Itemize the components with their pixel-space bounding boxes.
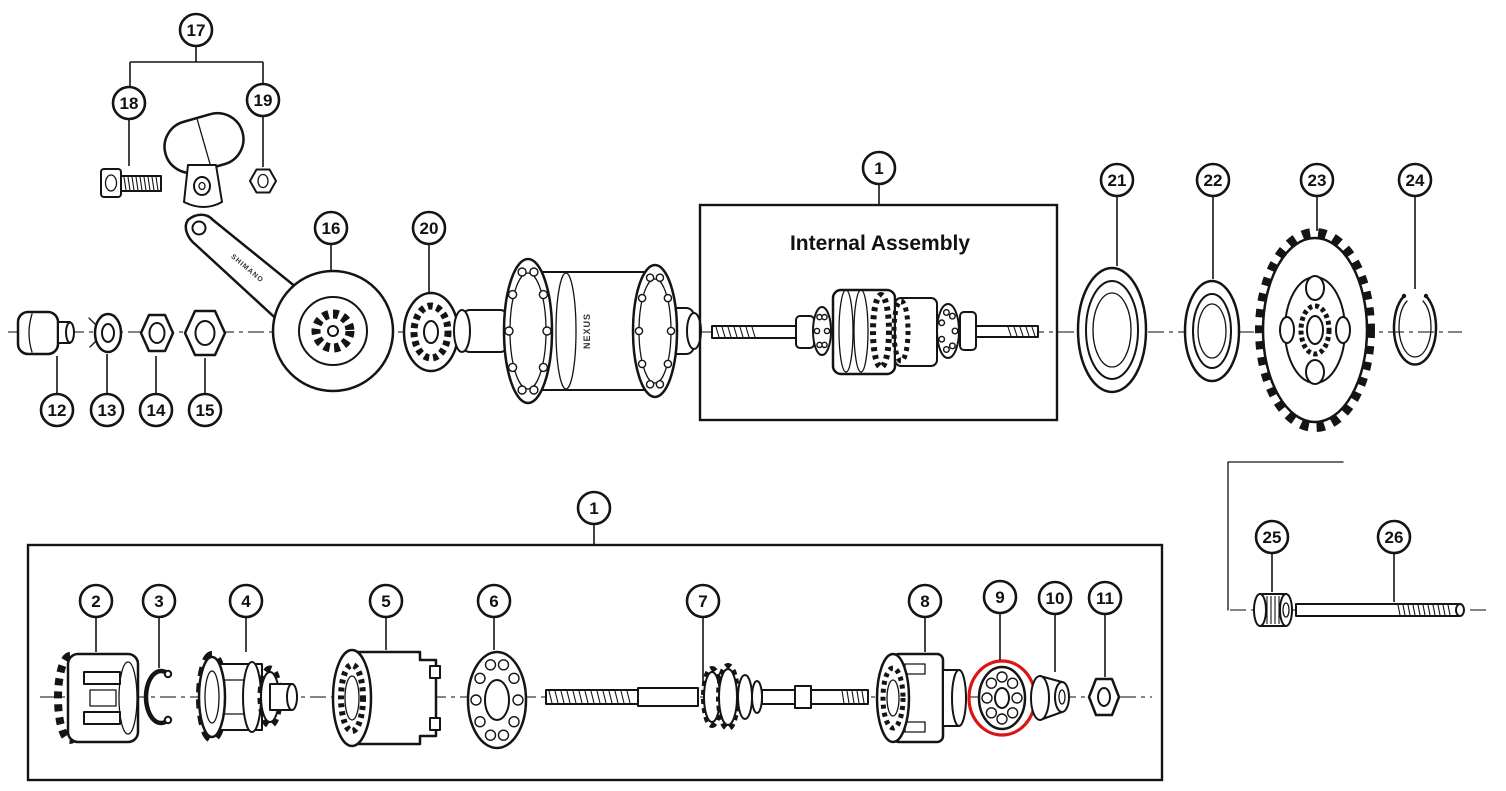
centerlines — [8, 331, 1488, 698]
part-22-seal-ring — [1183, 279, 1241, 383]
svg-text:12: 12 — [48, 401, 67, 420]
svg-text:8: 8 — [920, 592, 929, 611]
svg-text:1: 1 — [589, 499, 598, 518]
callout-1-bottom: 1 — [576, 490, 612, 526]
hub-shell: NEXUS — [453, 257, 702, 405]
svg-text:15: 15 — [196, 401, 215, 420]
part-21-dust-cap — [1076, 266, 1148, 394]
callout-23: 23 — [1299, 162, 1335, 198]
part-7-axle-assembly — [545, 663, 869, 731]
svg-text:11: 11 — [1096, 589, 1114, 608]
svg-text:18: 18 — [120, 94, 139, 113]
callout-6: 6 — [476, 583, 512, 619]
part-20-lock-ring — [402, 291, 460, 373]
svg-text:6: 6 — [489, 592, 498, 611]
part-12-cap — [16, 310, 75, 356]
callout-8: 8 — [907, 583, 943, 619]
callout-21: 21 — [1099, 162, 1135, 198]
callout-19: 19 — [245, 82, 281, 118]
svg-text:16: 16 — [322, 219, 341, 238]
connector-elbow-line — [1227, 461, 1344, 611]
callout-16: 16 — [313, 210, 349, 246]
callout-4: 4 — [228, 583, 264, 619]
callout-14: 14 — [138, 392, 174, 428]
part-25-axle-nut — [1253, 593, 1293, 627]
svg-text:17: 17 — [187, 21, 206, 40]
svg-text:7: 7 — [698, 592, 707, 611]
part-5-clutch-ring — [331, 648, 441, 748]
callout-13: 13 — [89, 392, 125, 428]
internal-assembly-title: Internal Assembly — [790, 232, 970, 255]
svg-text:10: 10 — [1046, 589, 1065, 608]
svg-text:1: 1 — [874, 159, 883, 178]
part-2-clutch — [54, 652, 140, 744]
callout-1-top: 1 — [861, 150, 897, 186]
part-24-snap-ring — [1392, 293, 1438, 366]
svg-text:2: 2 — [91, 592, 100, 611]
right-flange-spoke-holes — [634, 273, 676, 389]
svg-text:13: 13 — [98, 401, 117, 420]
svg-text:21: 21 — [1108, 171, 1127, 190]
callout-7: 7 — [685, 583, 721, 619]
svg-text:4: 4 — [241, 592, 251, 611]
part-26-axle-rod — [1295, 603, 1465, 617]
svg-text:19: 19 — [254, 91, 273, 110]
exploded-assembly-box — [26, 543, 1164, 782]
callout-15: 15 — [187, 392, 223, 428]
part-6-ball-retainer-ring — [466, 650, 528, 750]
callout-20: 20 — [411, 210, 447, 246]
callout-26: 26 — [1376, 519, 1412, 555]
part-23-sprocket — [1255, 228, 1375, 432]
part-3-circlip — [143, 668, 173, 726]
callout-11: 11 — [1087, 580, 1123, 616]
part-13-lock-washer — [88, 312, 123, 354]
svg-text:23: 23 — [1308, 171, 1327, 190]
callout-18: 18 — [111, 85, 147, 121]
callout-5: 5 — [368, 583, 404, 619]
svg-text:20: 20 — [420, 219, 439, 238]
svg-text:3: 3 — [154, 592, 163, 611]
callout-10: 10 — [1037, 580, 1073, 616]
svg-text:25: 25 — [1263, 528, 1282, 547]
callout-22: 22 — [1195, 162, 1231, 198]
svg-text:24: 24 — [1406, 171, 1425, 190]
part-16-bell-crank: SHIMANO — [184, 213, 395, 393]
part-11-locknut — [1087, 677, 1121, 717]
part-17-clamp — [163, 111, 245, 208]
internal-assembly-figure — [711, 288, 1039, 376]
leader-lines — [56, 46, 1416, 686]
svg-text:5: 5 — [381, 592, 390, 611]
part-10-cone — [1030, 675, 1070, 721]
part-19-clamp-nut — [249, 168, 277, 194]
callout-12: 12 — [39, 392, 75, 428]
callout-25: 25 — [1254, 519, 1290, 555]
callout-9: 9 — [982, 579, 1018, 615]
part-18-clamp-bolt — [100, 168, 162, 198]
part-9-ball-retainer — [977, 665, 1027, 731]
svg-text:9: 9 — [995, 588, 1004, 607]
callout-17: 17 — [178, 12, 214, 48]
callout-3: 3 — [141, 583, 177, 619]
part-14-nut — [139, 313, 175, 353]
svg-text:14: 14 — [147, 401, 166, 420]
callout-2: 2 — [78, 583, 114, 619]
part-15-nut — [183, 309, 227, 357]
svg-text:22: 22 — [1204, 171, 1223, 190]
left-flange-spoke-holes — [504, 267, 552, 395]
part-8-driver — [875, 652, 967, 744]
part-4-planet-gear-unit — [196, 651, 298, 743]
hub-brand-text: NEXUS — [582, 313, 592, 349]
callout-24: 24 — [1397, 162, 1433, 198]
svg-text:26: 26 — [1385, 528, 1404, 547]
